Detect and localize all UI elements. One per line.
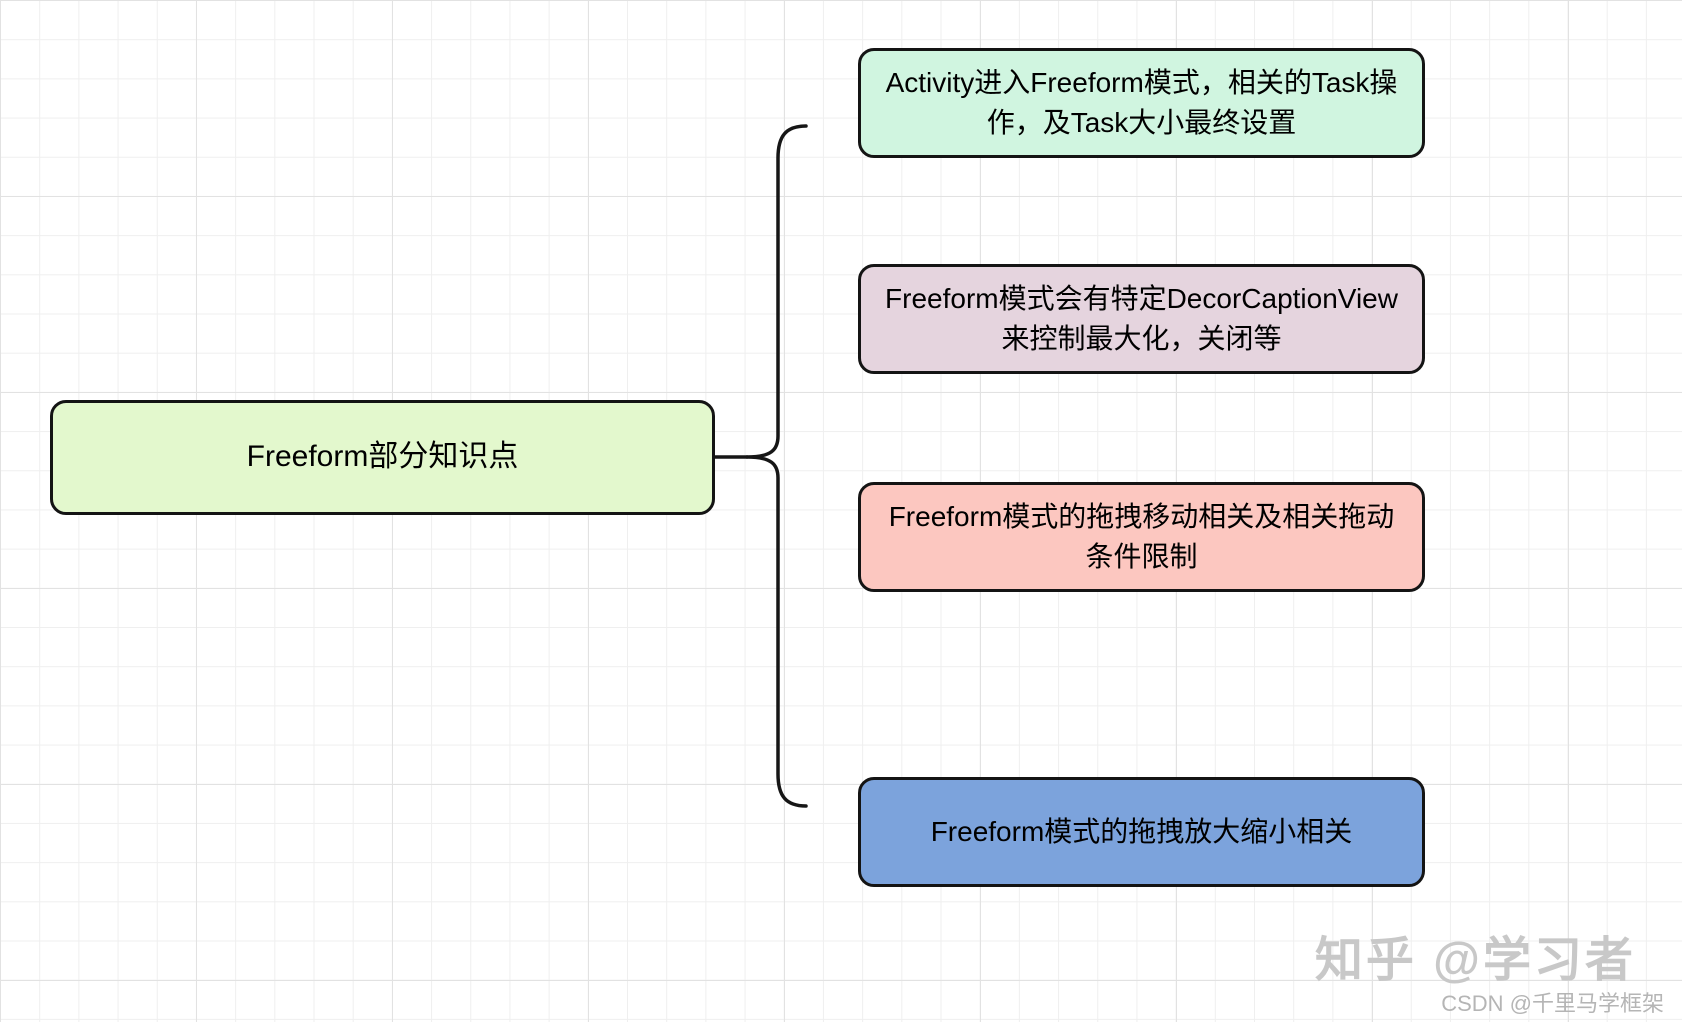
branch-node-drag-resize[interactable]: Freeform模式的拖拽放大缩小相关 (858, 777, 1425, 887)
csdn-watermark: CSDN @千里马学框架 (1441, 991, 1664, 1016)
root-node[interactable]: Freeform部分知识点 (50, 400, 715, 515)
zhihu-watermark: 知乎 @学习者 (1314, 934, 1636, 987)
branch-node-decorcaptionview[interactable]: Freeform模式会有特定DecorCaptionView 来控制最大化，关闭… (858, 264, 1425, 374)
branch-node-activity-task[interactable]: Activity进入Freeform模式，相关的Task操 作，及Task大小最… (858, 48, 1425, 158)
brace-path (745, 124, 808, 808)
branch-node-drag-move[interactable]: Freeform模式的拖拽移动相关及相关拖动 条件限制 (858, 482, 1425, 592)
